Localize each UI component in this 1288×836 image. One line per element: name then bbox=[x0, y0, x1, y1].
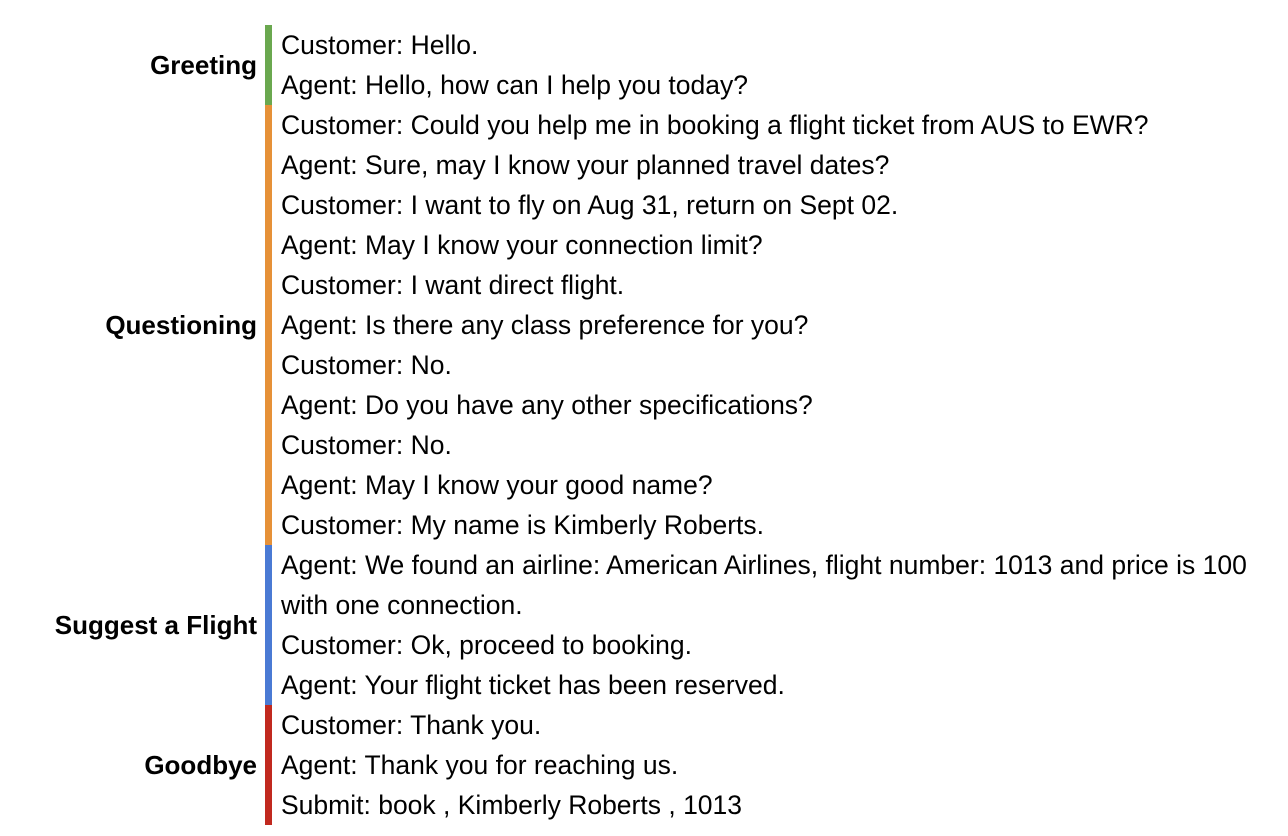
section-color-bar-orange bbox=[265, 105, 272, 545]
dialogue-line: Customer: No. bbox=[281, 430, 452, 460]
section-label-cell: Greeting bbox=[0, 25, 265, 105]
dialogue-line: Customer: Ok, proceed to booking. bbox=[281, 630, 692, 660]
dialogue-line: Agent: May I know your good name? bbox=[281, 470, 713, 500]
section-lines: Agent: We found an airline: American Air… bbox=[272, 545, 1288, 705]
section-label-cell: Goodbye bbox=[0, 705, 265, 825]
section-label-goodbye: Goodbye bbox=[144, 750, 257, 780]
dialogue-line: Agent: Is there any class preference for… bbox=[281, 310, 809, 340]
dialogue-line: Customer: Could you help me in booking a… bbox=[281, 110, 1149, 140]
section-label-greeting: Greeting bbox=[150, 50, 257, 80]
section-label-cell: Suggest a Flight bbox=[0, 545, 265, 705]
dialogue-line: Customer: Hello. bbox=[281, 30, 479, 60]
dialogue-section-questioning: Questioning Customer: Could you help me i… bbox=[0, 105, 1288, 545]
dialogue-line: Submit: book , Kimberly Roberts , 1013 bbox=[281, 790, 743, 820]
dialogue-line: Agent: We found an airline: American Air… bbox=[281, 550, 1247, 620]
dialogue-line: Agent: Your flight ticket has been reser… bbox=[281, 670, 785, 700]
dialogue-line: Customer: No. bbox=[281, 350, 452, 380]
dialogue-line: Customer: I want to fly on Aug 31, retur… bbox=[281, 190, 899, 220]
section-lines: Customer: Could you help me in booking a… bbox=[272, 105, 1288, 545]
section-lines: Customer: Hello. Agent: Hello, how can I … bbox=[272, 25, 1288, 105]
section-label-suggest-a-flight: Suggest a Flight bbox=[54, 610, 257, 640]
dialogue-line: Agent: Thank you for reaching us. bbox=[281, 750, 679, 780]
section-color-bar-blue bbox=[265, 545, 272, 705]
section-color-bar-green bbox=[265, 25, 272, 105]
section-label-cell: Questioning bbox=[0, 105, 265, 545]
dialogue-line: Customer: Thank you. bbox=[281, 710, 542, 740]
dialogue-line: Agent: Hello, how can I help you today? bbox=[281, 70, 748, 100]
dialogue-section-goodbye: Goodbye Customer: Thank you. Agent: Thank … bbox=[0, 705, 1288, 825]
dialogue-section-suggest-a-flight: Suggest a Flight Agent: We found an airli… bbox=[0, 545, 1288, 705]
section-lines: Customer: Thank you. Agent: Thank you for… bbox=[272, 705, 1288, 825]
dialogue-line: Agent: May I know your connection limit? bbox=[281, 230, 763, 260]
section-label-questioning: Questioning bbox=[105, 310, 257, 340]
section-color-bar-red bbox=[265, 705, 272, 825]
dialogue-section-greeting: Greeting Customer: Hello. Agent: Hello, ho… bbox=[0, 25, 1288, 105]
dialogue-line: Agent: Sure, may I know your planned tra… bbox=[281, 150, 890, 180]
dialogue-line: Customer: I want direct flight. bbox=[281, 270, 625, 300]
dialogue-line: Agent: Do you have any other specificati… bbox=[281, 390, 813, 420]
dialogue-line: Customer: My name is Kimberly Roberts. bbox=[281, 510, 765, 540]
